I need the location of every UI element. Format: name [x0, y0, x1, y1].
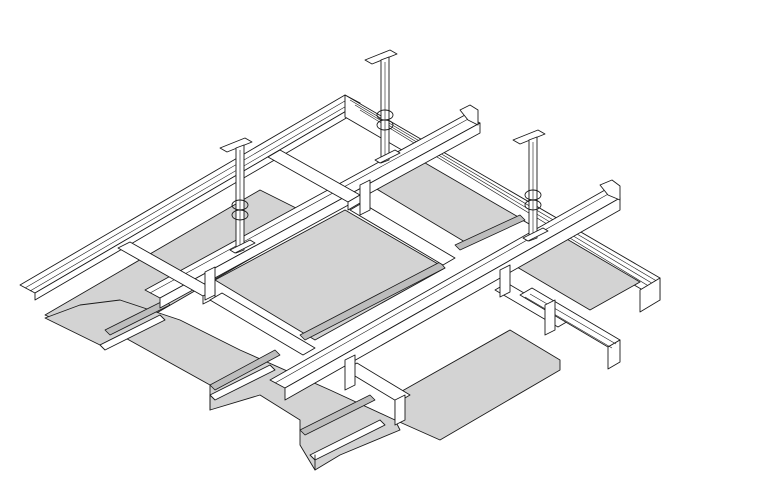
hanger-left: [219, 137, 256, 254]
main-carrier-channels: [144, 104, 621, 401]
panel-folded-edges: [99, 314, 386, 471]
hanger-right: [512, 129, 549, 242]
carrier-clips: [204, 179, 556, 426]
hanger-back: [364, 49, 401, 164]
hanger-rods: [219, 49, 549, 254]
